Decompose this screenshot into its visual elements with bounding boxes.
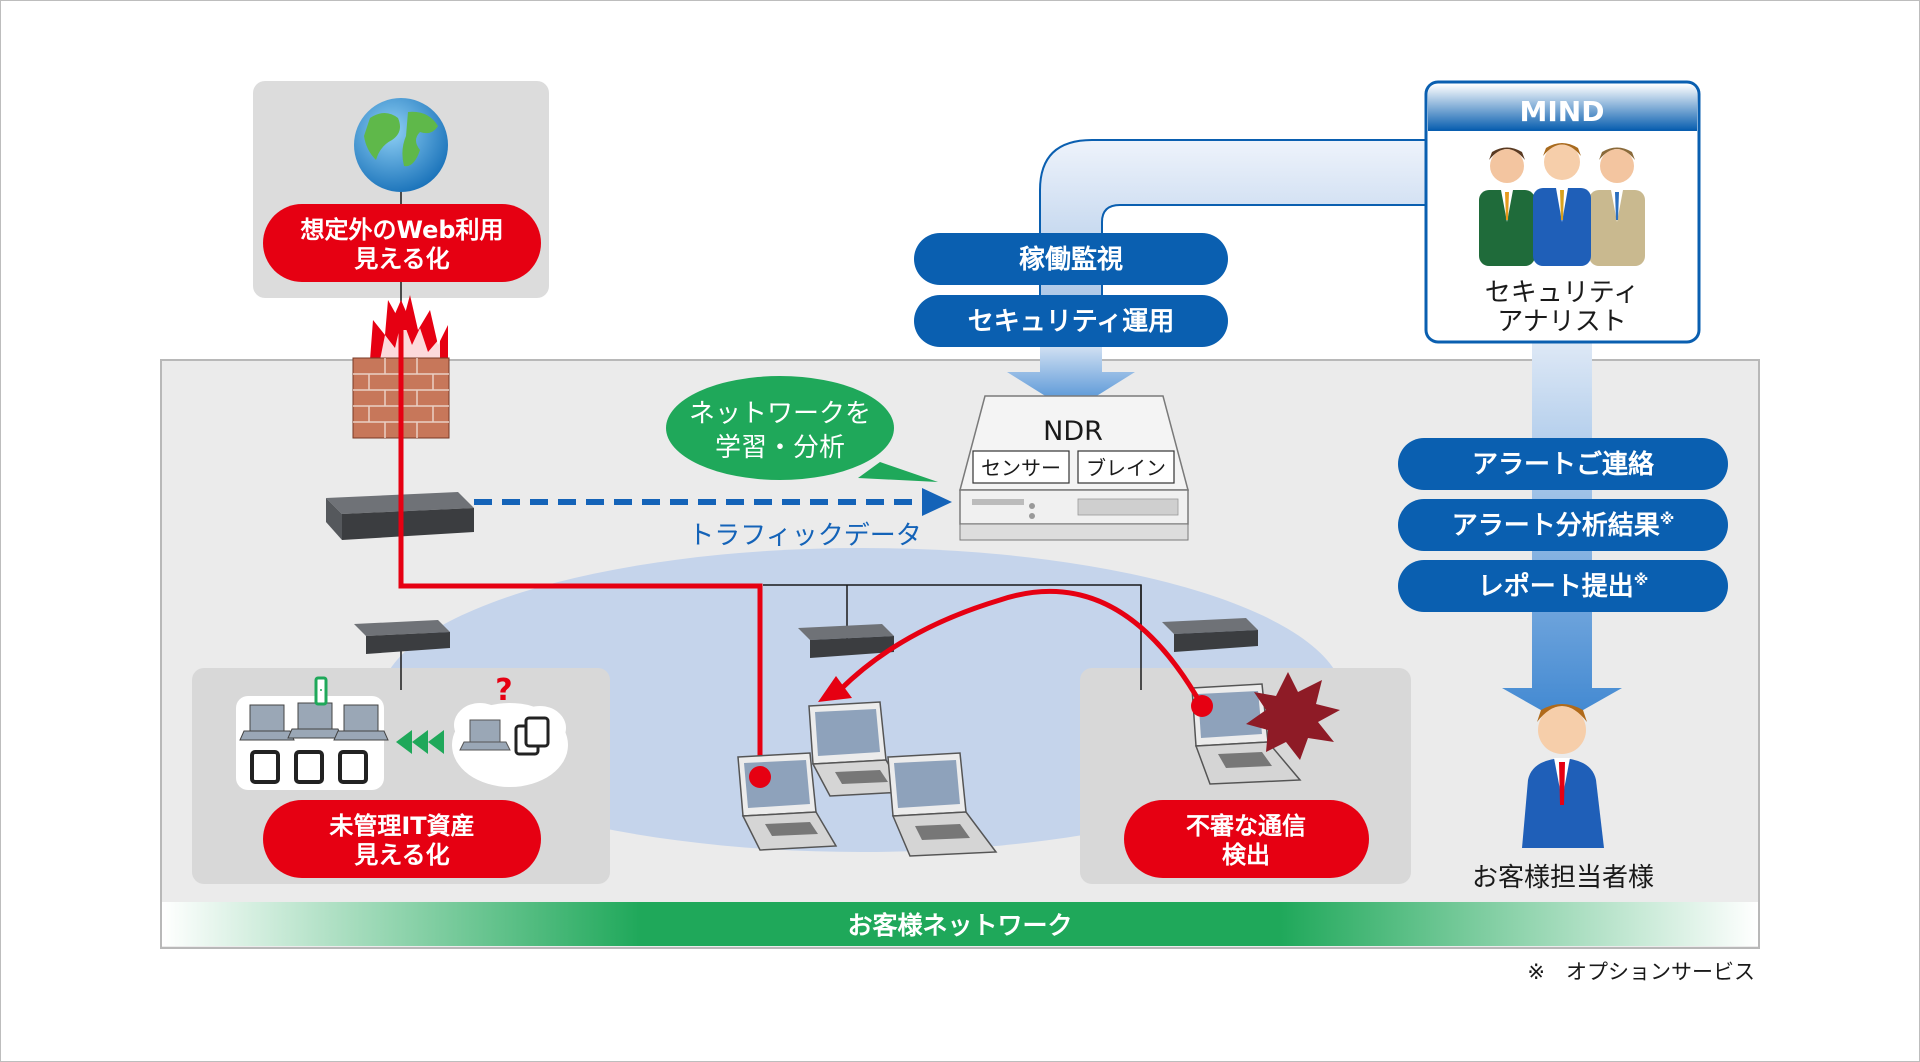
- service-pill-monitoring: [914, 233, 1228, 285]
- down-arrow-ndr: [1007, 340, 1135, 412]
- switch-icon: [1162, 618, 1258, 652]
- source-dot: [749, 766, 771, 788]
- traffic-arrow-head: [922, 488, 952, 516]
- tablet-icon: [250, 750, 368, 784]
- web-access-path: [398, 330, 763, 777]
- exclamation-icon: [314, 676, 328, 706]
- suspicious-pill: [1124, 800, 1369, 878]
- switch-icon: [798, 624, 894, 658]
- learn-bubble-line1: ネットワークを: [689, 399, 871, 429]
- customer-network-bar: [162, 902, 1758, 946]
- web-usage-pill: [263, 204, 541, 282]
- question-icon: ?: [495, 673, 512, 708]
- suspicious-line1: 不審な通信: [1186, 812, 1306, 840]
- service-pill-alert-contact: [1398, 438, 1728, 490]
- svg-text:?: ?: [495, 673, 512, 708]
- switch-icon: [354, 620, 450, 654]
- service-pill-security-ops: [914, 295, 1228, 347]
- sensor-box: [972, 450, 1070, 484]
- person-icon: [1589, 147, 1645, 266]
- brain-label: ブレイン: [1086, 456, 1166, 480]
- laptop-icon: [887, 752, 998, 857]
- customer-network-label: お客様ネットワーク: [847, 911, 1072, 940]
- web-access-arrow-head: [388, 300, 414, 330]
- web-usage-line1: 想定外のWeb利用: [300, 216, 503, 244]
- service-pill-report: [1398, 560, 1728, 612]
- suspicious-traffic-arrow-head: [818, 676, 852, 702]
- analysts-icon: [1479, 143, 1645, 266]
- laptop-icon: [459, 719, 511, 751]
- suspicious-traffic-arrow: [838, 588, 1205, 708]
- triple-arrow-icon: [396, 730, 444, 754]
- service-pill-alert-analysis: [1398, 499, 1728, 551]
- ndr-title: NDR: [1043, 416, 1103, 447]
- brain-box: [1077, 450, 1175, 484]
- person-icon: [1479, 147, 1535, 266]
- mind-role-line2: アナリスト: [1497, 307, 1626, 337]
- service-pill-security-ops-label: セキュリティ運用: [968, 307, 1174, 337]
- person-icon: [1533, 143, 1591, 266]
- person-icon: [1522, 704, 1604, 848]
- learn-bubble-line2: 学習・分析: [715, 433, 845, 463]
- mind-title: MIND: [1520, 95, 1605, 128]
- traffic-label: トラフィックデータ: [688, 521, 921, 551]
- unmanaged-pill: [263, 800, 541, 878]
- service-pill-alert-contact-label: アラートご連絡: [1472, 449, 1655, 480]
- customer-person-label: お客様担当者様: [1472, 863, 1654, 893]
- laptop-icon: [239, 702, 389, 741]
- footnote: ※ オプションサービス: [1527, 960, 1755, 984]
- service-pill-monitoring-label: 稼働監視: [1019, 244, 1123, 275]
- globe-icon: [354, 98, 448, 192]
- suspicious-line2: 検出: [1222, 841, 1270, 869]
- suspicious-source-dot: [1191, 695, 1213, 717]
- laptop-icon: [808, 701, 907, 797]
- mind-header: [1428, 84, 1697, 130]
- mind-role-line1: セキュリティ: [1485, 278, 1639, 308]
- explosion-icon: [1246, 672, 1340, 760]
- unmanaged-line1: 未管理IT資産: [329, 812, 474, 840]
- learn-bubble: [666, 376, 938, 482]
- web-usage-line2: 見える化: [354, 245, 449, 273]
- tablet-icon: [514, 716, 550, 756]
- sensor-label: センサー: [981, 456, 1061, 480]
- service-pill-alert-analysis-label: アラート分析結果※: [1452, 510, 1675, 541]
- service-pill-report-label: レポート提出※: [1478, 571, 1649, 602]
- unmanaged-line2: 見える化: [354, 841, 449, 869]
